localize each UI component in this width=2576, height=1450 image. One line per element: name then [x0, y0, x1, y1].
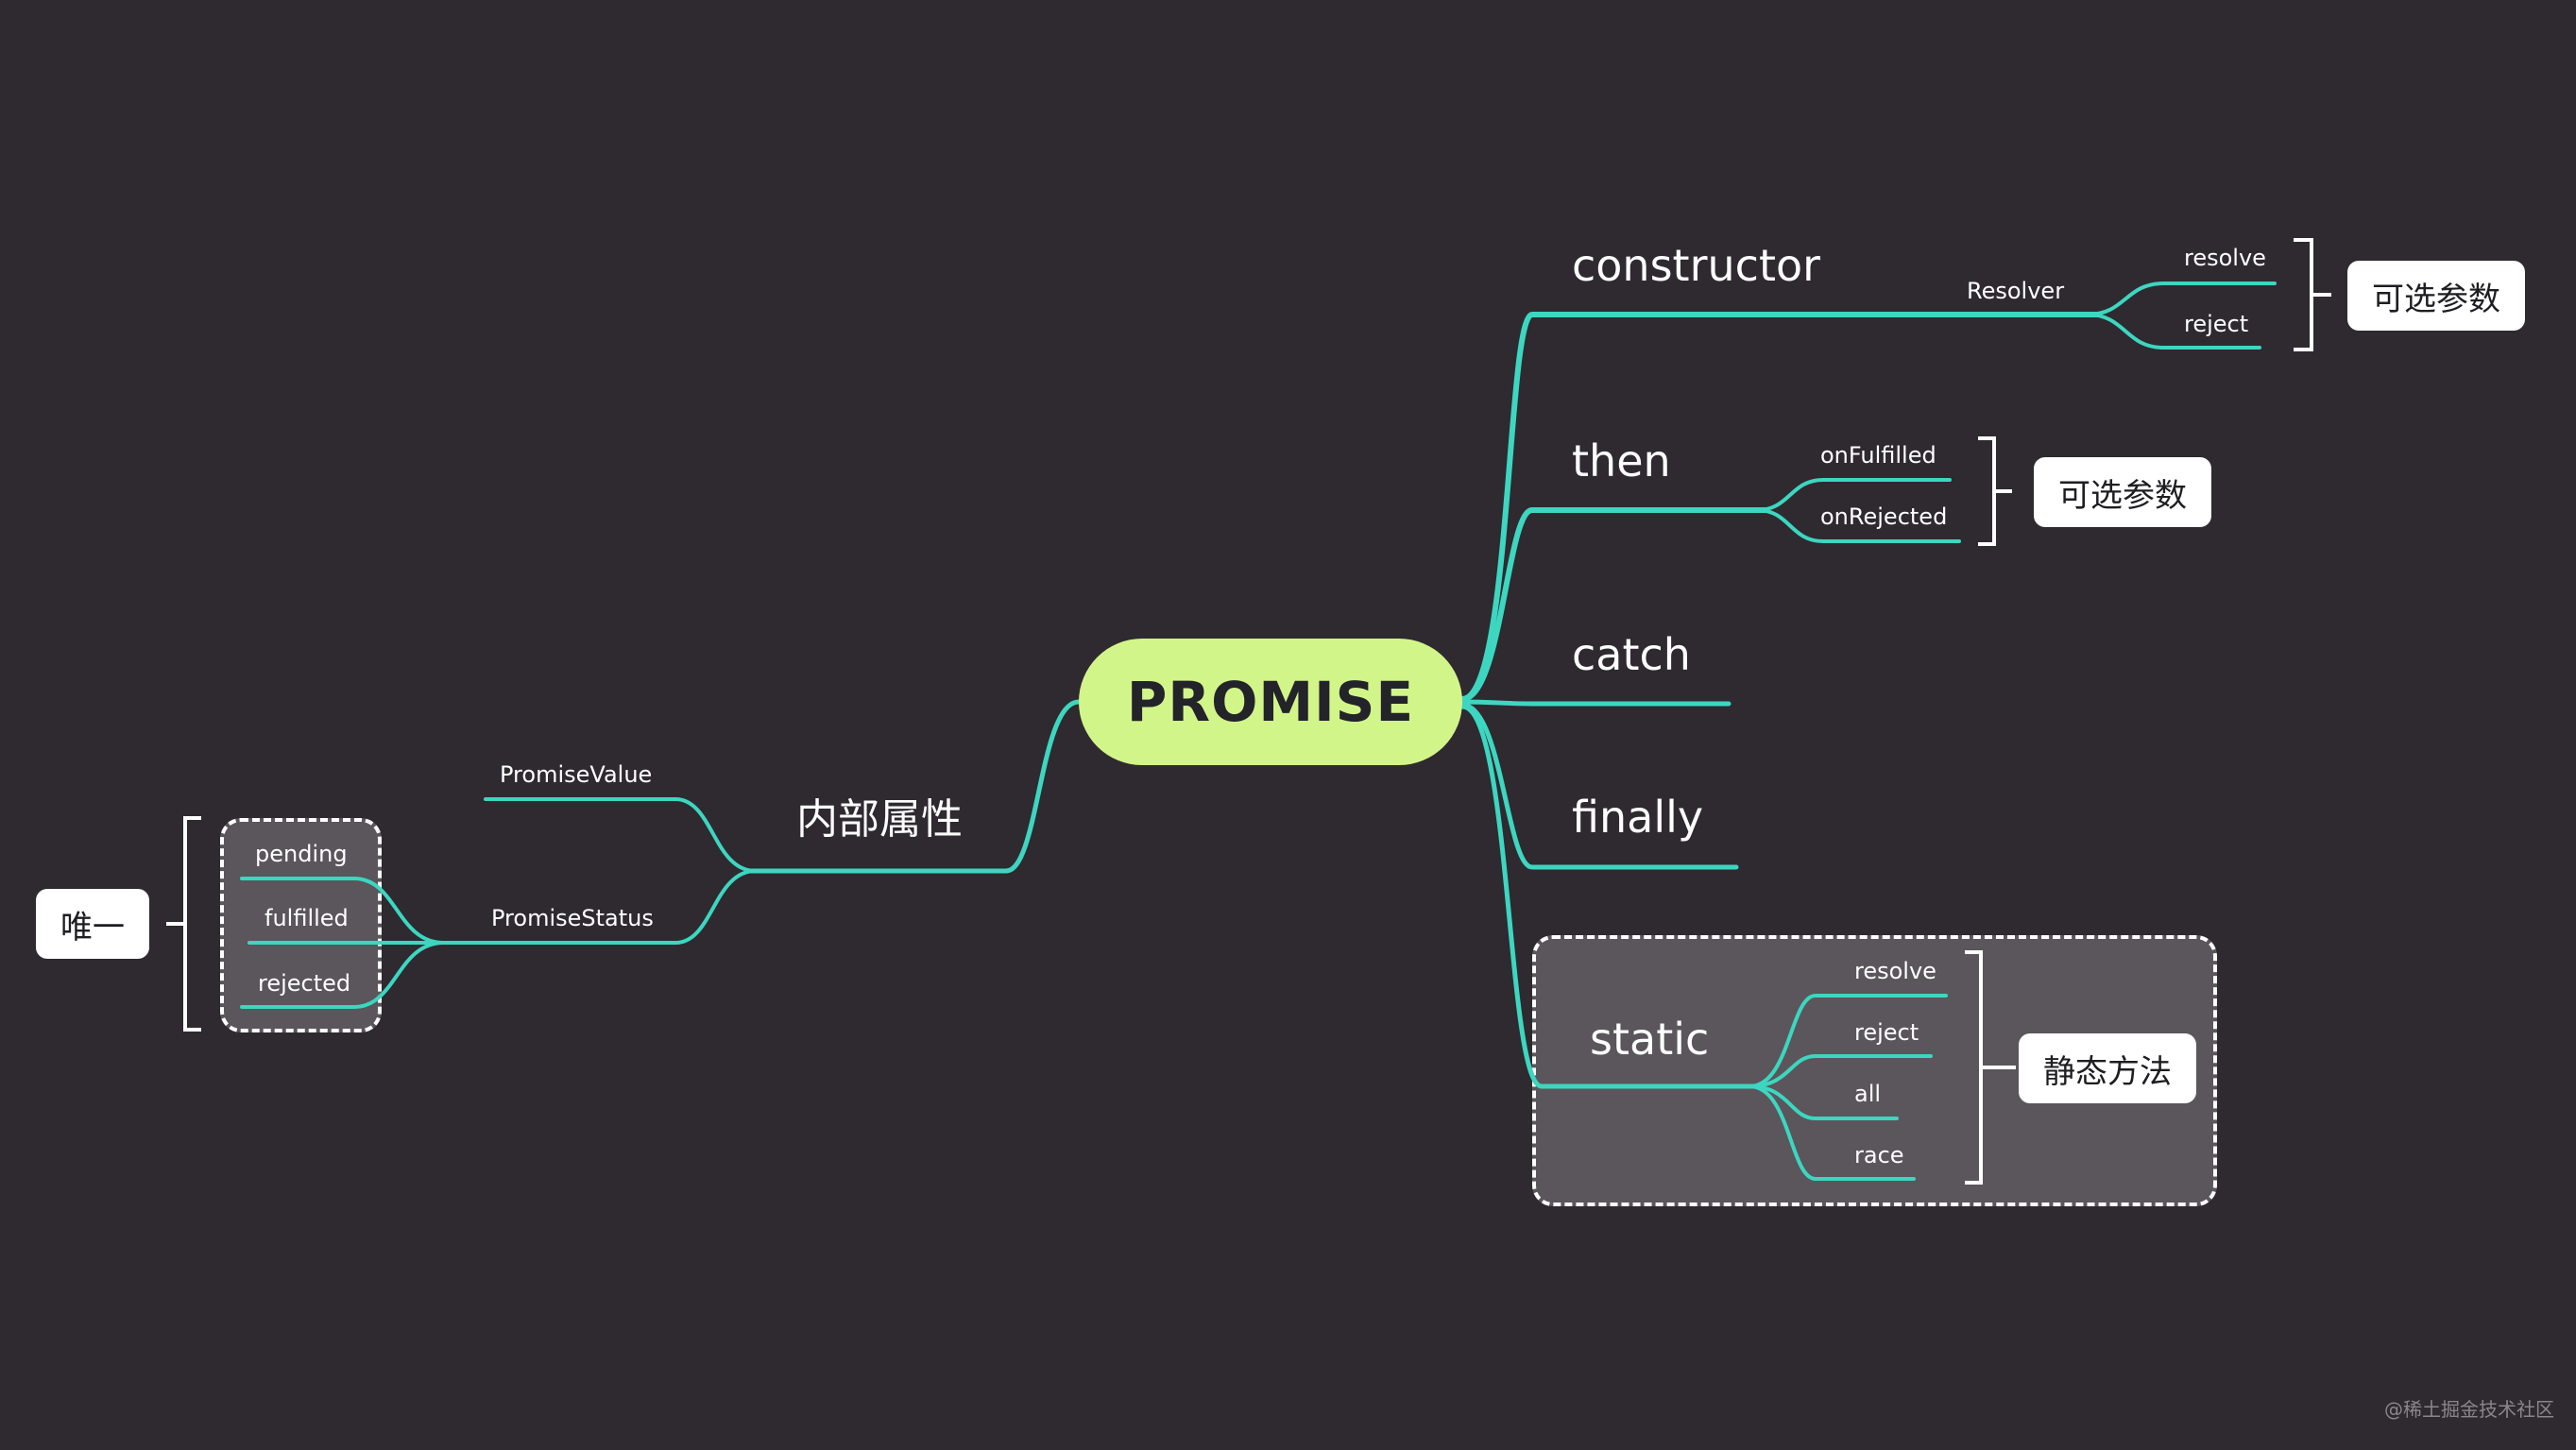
root-node-promise[interactable]: PROMISE [1079, 639, 1462, 765]
node-static-race[interactable]: race [1854, 1142, 1904, 1169]
node-constructor-reject[interactable]: reject [2184, 311, 2249, 337]
bracket-static [1965, 950, 2016, 1185]
branch-line-then [1459, 507, 1769, 702]
tag-constructor-optional: 可选参数 [2347, 261, 2525, 331]
branch-label-internal[interactable]: 内部属性 [796, 795, 963, 844]
bracket-then [1978, 436, 2012, 546]
bracket-states [166, 816, 201, 1032]
branch-line-finally [1459, 702, 1739, 870]
node-state-rejected[interactable]: rejected [258, 970, 351, 997]
branch-line-constructor [1459, 312, 2100, 702]
branch-line-constructor-resolve [2086, 281, 2277, 316]
branch-line-static-reject [1748, 1054, 1933, 1088]
branch-label-catch[interactable]: catch [1572, 629, 1691, 680]
node-static-reject[interactable]: reject [1854, 1019, 1919, 1046]
node-state-fulfilled[interactable]: fulfilled [264, 905, 349, 931]
branch-line-static-resolve [1748, 994, 1948, 1088]
node-onfulfilled[interactable]: onFulfilled [1820, 442, 1936, 469]
branch-line-catch [1459, 699, 1732, 707]
tag-then-optional: 可选参数 [2034, 457, 2211, 527]
branch-line-state-pending [240, 877, 446, 945]
branch-line-static-race [1748, 1084, 1916, 1181]
branch-label-constructor[interactable]: constructor [1572, 240, 1821, 291]
branch-line-internal [743, 699, 1082, 874]
node-static-all[interactable]: all [1854, 1081, 1882, 1107]
branch-label-then[interactable]: then [1572, 435, 1671, 486]
branch-line-state-rejected [240, 941, 446, 1009]
branch-line-constructor-reject [2086, 313, 2261, 350]
tag-unique: 唯一 [36, 889, 149, 959]
node-static-resolve[interactable]: resolve [1854, 958, 1936, 984]
states-group-box [220, 818, 382, 1032]
node-promisestatus[interactable]: PromiseStatus [491, 905, 654, 931]
node-state-pending[interactable]: pending [255, 841, 348, 867]
node-promisevalue[interactable]: PromiseValue [500, 761, 653, 788]
branch-line-promisevalue [484, 797, 758, 873]
branch-line-promisestatus [433, 869, 758, 945]
tag-static-methods: 静态方法 [2019, 1033, 2196, 1103]
node-constructor-resolve[interactable]: resolve [2184, 245, 2266, 271]
watermark: @稀土掘金技术社区 [2384, 1398, 2554, 1421]
branch-line-static-all [1748, 1084, 1899, 1120]
bracket-constructor [2294, 238, 2331, 351]
branch-line-then-onfulfilled [1755, 478, 1952, 512]
branch-line-static [1459, 704, 1762, 1089]
node-onrejected[interactable]: onRejected [1820, 503, 1948, 530]
branch-label-static[interactable]: static [1590, 1014, 1710, 1065]
node-resolver[interactable]: Resolver [1967, 278, 2065, 304]
branch-line-then-onrejected [1755, 508, 1961, 543]
branch-label-finally[interactable]: finally [1572, 792, 1704, 843]
